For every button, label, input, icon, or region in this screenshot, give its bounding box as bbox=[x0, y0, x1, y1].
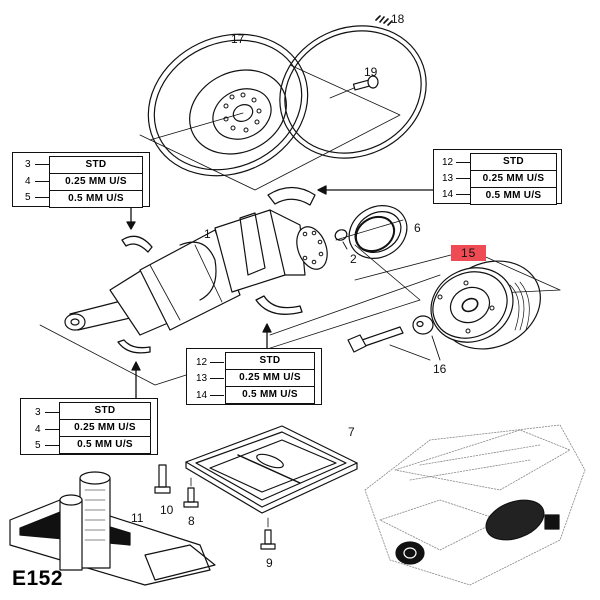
leader-tick bbox=[45, 445, 59, 447]
bearing-size-table-main-lower: 3 4 5 STD 0.25 MM U/S 0.5 MM U/S bbox=[20, 398, 158, 455]
bearing-shell-upper[interactable] bbox=[121, 186, 316, 253]
leader-tick bbox=[456, 194, 470, 196]
size-option-05[interactable]: 0.5 MM U/S bbox=[485, 190, 542, 201]
figure-code: E152 bbox=[12, 567, 64, 590]
callout-17: 17 bbox=[231, 32, 245, 46]
bearing-shell-lower[interactable] bbox=[117, 295, 303, 354]
leader-tick bbox=[210, 362, 224, 364]
callout-16: 16 bbox=[433, 362, 447, 376]
size-option-025[interactable]: 0.25 MM U/S bbox=[50, 174, 142, 191]
size-option-025[interactable]: 0.25 MM U/S bbox=[60, 420, 150, 437]
engine-thumbnail-highlight bbox=[395, 499, 560, 565]
size-number: 14 bbox=[442, 189, 454, 200]
size-number: 12 bbox=[442, 157, 454, 168]
leader-tick bbox=[35, 181, 49, 183]
size-option-05[interactable]: 0.5 MM U/S bbox=[68, 193, 124, 204]
size-options: STD 0.25 MM U/S 0.5 MM U/S bbox=[59, 402, 151, 454]
thrust-bearing-size-table-upper: 12 13 14 STD 0.25 MM U/S 0.5 MM U/S bbox=[433, 149, 562, 205]
size-option-std[interactable]: STD bbox=[471, 154, 556, 171]
size-number: 13 bbox=[442, 173, 454, 184]
size-options: STD 0.25 MM U/S 0.5 MM U/S bbox=[49, 156, 143, 208]
thrust-bearing-size-table-lower: 12 13 14 STD 0.25 MM U/S 0.5 MM U/S bbox=[186, 348, 322, 405]
size-option-05[interactable]: 0.5 MM U/S bbox=[242, 389, 298, 400]
size-number: 14 bbox=[196, 390, 208, 401]
engine-location-thumbnail bbox=[364, 424, 586, 586]
size-options: STD 0.25 MM U/S 0.5 MM U/S bbox=[225, 352, 315, 404]
oil-seal-6[interactable] bbox=[335, 195, 416, 268]
size-number: 3 bbox=[35, 407, 41, 418]
callout-11: 11 bbox=[131, 511, 144, 525]
callout-7: 7 bbox=[348, 425, 355, 439]
size-number: 3 bbox=[25, 159, 31, 170]
crankshaft-1[interactable] bbox=[64, 209, 333, 336]
size-option-std[interactable]: STD bbox=[50, 157, 142, 174]
bearing-ladder-frame-7[interactable] bbox=[185, 425, 358, 514]
leader-tick bbox=[210, 378, 224, 380]
size-number: 5 bbox=[25, 192, 31, 203]
bolt-9[interactable] bbox=[260, 517, 276, 550]
bearing-size-table-main-upper: 3 4 5 STD 0.25 MM U/S 0.5 MM U/S bbox=[12, 152, 150, 208]
callout-9: 9 bbox=[266, 556, 273, 570]
size-option-025[interactable]: 0.25 MM U/S bbox=[226, 370, 314, 387]
size-number: 4 bbox=[35, 424, 41, 435]
leader-tick bbox=[210, 395, 224, 397]
bolt-19[interactable] bbox=[329, 75, 379, 99]
size-number: 12 bbox=[196, 357, 208, 368]
size-number: 13 bbox=[196, 373, 208, 384]
callout-19: 19 bbox=[364, 65, 378, 79]
pilot-bearing-2[interactable] bbox=[333, 228, 348, 250]
leader-tick bbox=[35, 164, 49, 166]
size-number: 4 bbox=[25, 176, 31, 187]
callout-2: 2 bbox=[350, 252, 357, 266]
size-option-05[interactable]: 0.5 MM U/S bbox=[77, 439, 133, 450]
sealant-kit-11[interactable] bbox=[9, 471, 216, 586]
leader-tick bbox=[45, 412, 59, 414]
flywheel-17[interactable] bbox=[125, 9, 331, 202]
bolt-10[interactable] bbox=[154, 464, 171, 494]
size-option-std[interactable]: STD bbox=[226, 353, 314, 370]
callout-8: 8 bbox=[188, 514, 195, 528]
crankshaft-pulley-15[interactable] bbox=[419, 245, 555, 365]
leader-tick bbox=[456, 178, 470, 180]
size-options: STD 0.25 MM U/S 0.5 MM U/S bbox=[470, 153, 557, 205]
size-option-025[interactable]: 0.25 MM U/S bbox=[471, 171, 556, 188]
callout-18: 18 bbox=[391, 12, 405, 26]
callout-1: 1 bbox=[204, 227, 211, 241]
leader-tick bbox=[456, 162, 470, 164]
pulley-bolt-washer-16[interactable] bbox=[347, 315, 441, 361]
callout-15-highlighted[interactable]: 15 bbox=[451, 245, 487, 261]
size-option-std[interactable]: STD bbox=[60, 403, 150, 420]
leader-tick bbox=[45, 429, 59, 431]
callout-10: 10 bbox=[160, 503, 174, 517]
bolt-8[interactable] bbox=[183, 477, 199, 508]
size-table-arrows bbox=[126, 185, 441, 399]
ring-gear-18[interactable] bbox=[258, 2, 448, 181]
size-number: 5 bbox=[35, 440, 41, 451]
leader-tick bbox=[35, 197, 49, 199]
callout-6: 6 bbox=[414, 221, 421, 235]
